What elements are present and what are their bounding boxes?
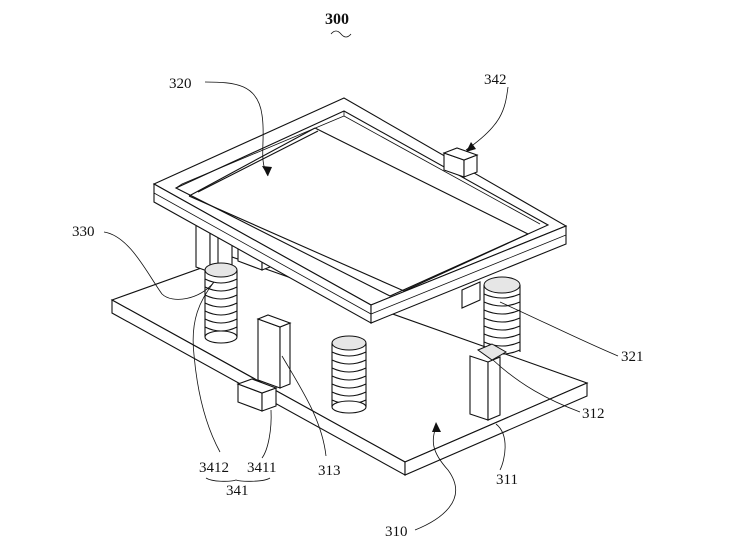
label-342: 342 — [484, 72, 507, 88]
label-310: 310 — [385, 524, 408, 540]
spring-center — [331, 335, 367, 414]
spring-330 — [204, 262, 238, 344]
spring-right — [461, 276, 521, 355]
block-342 — [442, 147, 479, 178]
wedge-312 — [476, 343, 508, 361]
label-330: 330 — [72, 224, 95, 240]
label-311: 311 — [496, 472, 518, 488]
label-341: 341 — [226, 483, 249, 499]
tray-320 — [152, 97, 568, 324]
label-3412: 3412 — [199, 460, 229, 476]
block-313 — [256, 314, 292, 389]
label-3411: 3411 — [247, 460, 276, 476]
label-320: 320 — [169, 76, 192, 92]
label-313: 313 — [318, 463, 341, 479]
leader-lines — [103, 81, 619, 531]
label-312: 312 — [582, 406, 605, 422]
figure-number-tilde — [330, 30, 352, 38]
slider-block-3411 — [236, 378, 278, 412]
post-311 — [469, 355, 501, 421]
label-321: 321 — [621, 349, 644, 365]
figure-number: 300 — [325, 11, 349, 28]
